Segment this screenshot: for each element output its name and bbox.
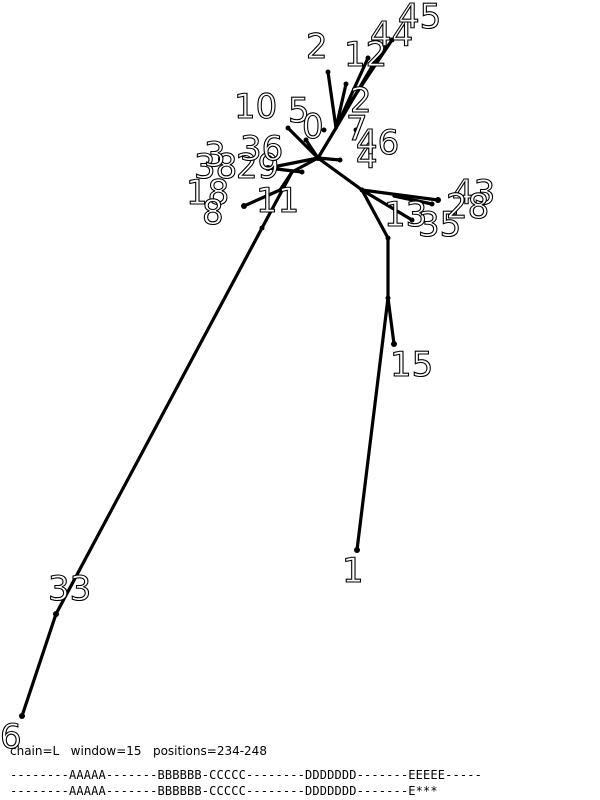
node-dot-2a [325, 69, 331, 75]
edge-to-28 [392, 194, 434, 206]
node-label-33: 33 [48, 569, 91, 609]
node-label-46: 46 [356, 123, 399, 163]
node-dot-0 [321, 127, 327, 133]
node-dot-6 [19, 713, 25, 719]
node-label-0: 0 [302, 107, 324, 147]
node-dot-12 [365, 55, 371, 61]
node-label-45: 45 [398, 0, 441, 37]
tree-nodes [19, 37, 441, 719]
sequence-line-2: --------AAAAA-------BBBBBB-CCCCC--------… [10, 784, 438, 798]
node-label-2a: 2 [306, 27, 328, 67]
node-dot-4 [337, 157, 343, 163]
sequence-line-1: --------AAAAA-------BBBBBB-CCCCC--------… [10, 768, 482, 782]
node-dot-mid-c [359, 187, 365, 193]
node-dot-43 [435, 197, 441, 203]
edge-to-18 [242, 188, 282, 208]
edge-to-11 [278, 170, 294, 192]
node-dot-mid-d [259, 225, 265, 231]
node-label-28: 28 [446, 187, 489, 227]
edge-root-to-6 [20, 156, 320, 718]
node-dot-33 [53, 611, 59, 617]
window-info: chain=L window=15 positions=234-248 [10, 744, 267, 758]
node-dot-28 [429, 201, 435, 207]
node-dot-18 [241, 203, 247, 209]
edge-to-5 [304, 138, 320, 160]
edge-to-13 [360, 188, 414, 222]
node-dot-10 [285, 125, 291, 131]
edge-to-15 [386, 296, 396, 346]
node-dot-2b [343, 81, 349, 87]
node-label-4: 4 [356, 137, 378, 177]
edge-to-29 [266, 156, 320, 170]
node-label-6: 6 [0, 717, 22, 757]
edge-to-4 [316, 156, 342, 162]
node-dot-root [315, 155, 321, 161]
node-dot-29 [265, 165, 271, 171]
node-dot-5 [303, 137, 309, 143]
node-label-8: 8 [202, 193, 224, 233]
node-label-10: 10 [234, 87, 277, 127]
edge-to-hub [316, 126, 338, 160]
node-label-7: 7 [346, 109, 368, 149]
node-label-44: 44 [370, 15, 413, 55]
edge-root-to-1 [316, 156, 390, 552]
node-label-13: 13 [384, 195, 427, 235]
edge-to-36 [266, 166, 304, 174]
edge-to-2b [334, 82, 348, 130]
node-label-35: 35 [418, 205, 461, 245]
node-dot-7 [353, 127, 359, 133]
edge-to-2a [326, 70, 338, 130]
node-label-43: 43 [452, 173, 495, 213]
edge-to-43 [360, 188, 440, 202]
node-dot-mid-a [385, 295, 391, 301]
node-label-12: 12 [344, 35, 387, 75]
node-dot-45 [389, 37, 395, 43]
node-label-2b: 2 [350, 81, 372, 121]
node-label-5: 5 [288, 91, 310, 131]
node-dot-15 [391, 341, 397, 347]
node-dot-36 [299, 169, 305, 175]
node-label-11: 11 [256, 181, 299, 221]
node-dot-mid-b [385, 235, 391, 241]
tree-labels: 1 15 33 6 11 18 8 29 38 36 3 10 5 0 2 12… [0, 0, 496, 758]
node-dot-13 [409, 217, 415, 223]
node-label-18: 18 [186, 173, 229, 213]
node-label-1: 1 [342, 551, 364, 591]
node-label-29: 29 [236, 147, 279, 187]
edge-to-45 [338, 38, 394, 120]
node-label-36: 36 [240, 129, 283, 169]
node-dot-44 [381, 43, 387, 49]
node-label-38: 38 [194, 147, 237, 187]
node-dot-1 [354, 547, 360, 553]
node-label-3: 3 [204, 135, 226, 175]
node-label-15: 15 [390, 345, 433, 385]
